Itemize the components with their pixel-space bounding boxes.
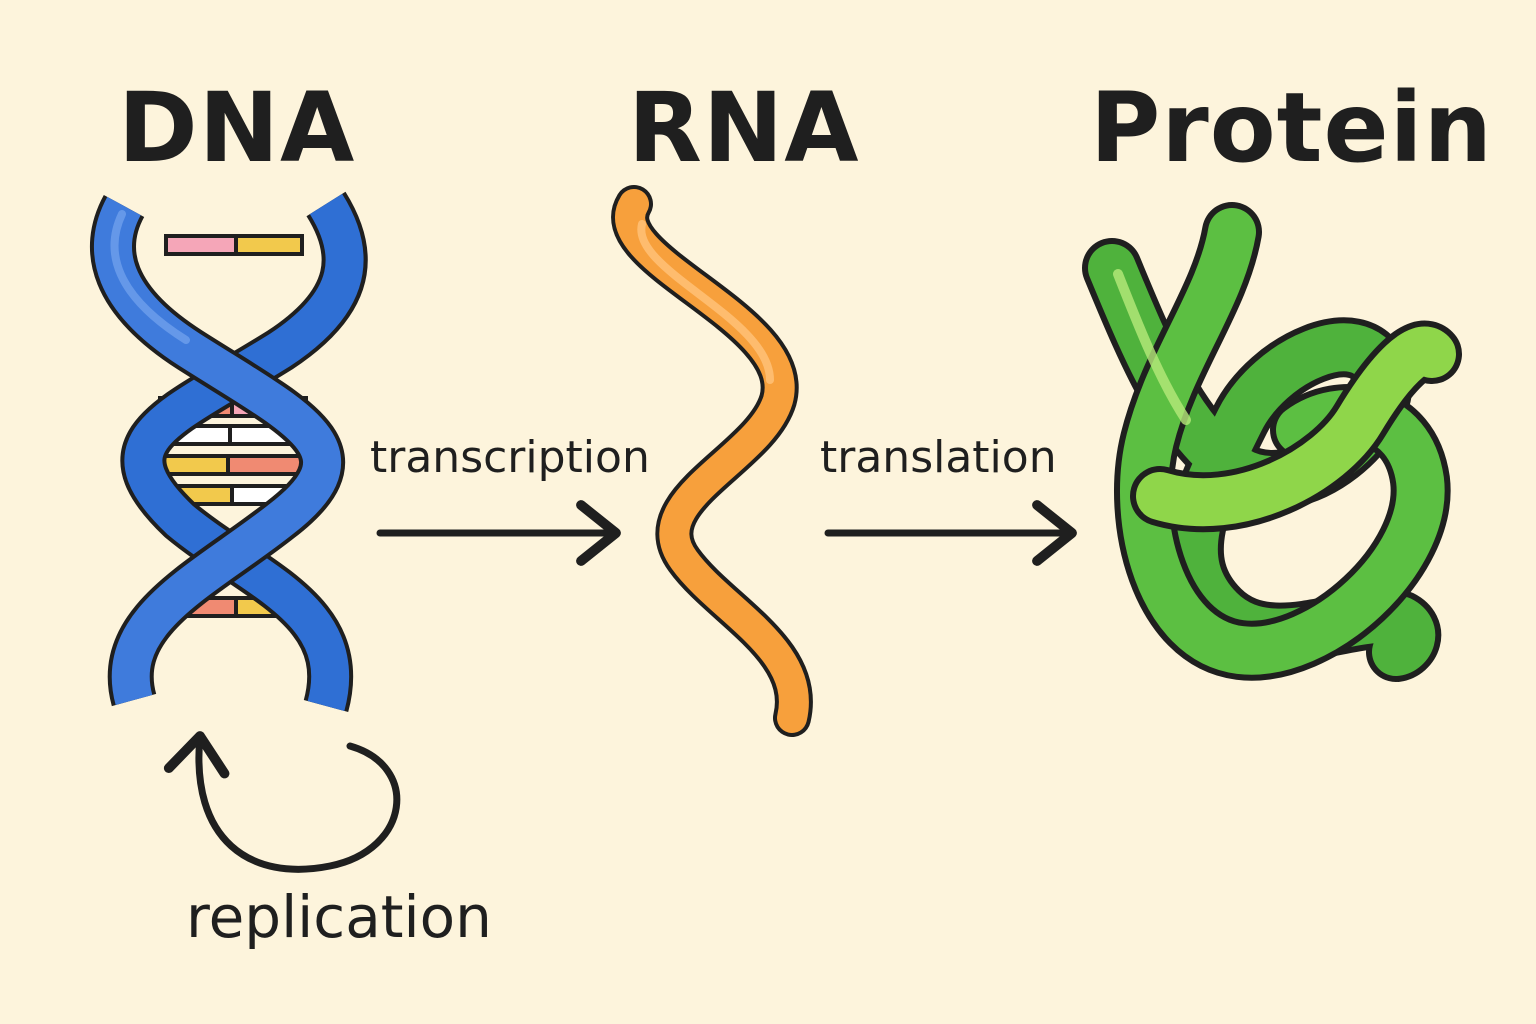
replication-label: replication [186, 883, 492, 951]
dna-double-helix [89, 191, 368, 712]
base-pair [150, 454, 310, 476]
rna-title: RNA [628, 72, 860, 184]
replication-arrow [163, 731, 401, 873]
protein-title: Protein [1090, 72, 1493, 184]
rna-strand [611, 185, 813, 737]
protein-folded-chain [1082, 202, 1462, 682]
transcription-label: transcription [370, 432, 650, 483]
translation-label: translation [820, 432, 1057, 483]
base-pair [164, 234, 304, 256]
dna-title: DNA [118, 72, 356, 184]
